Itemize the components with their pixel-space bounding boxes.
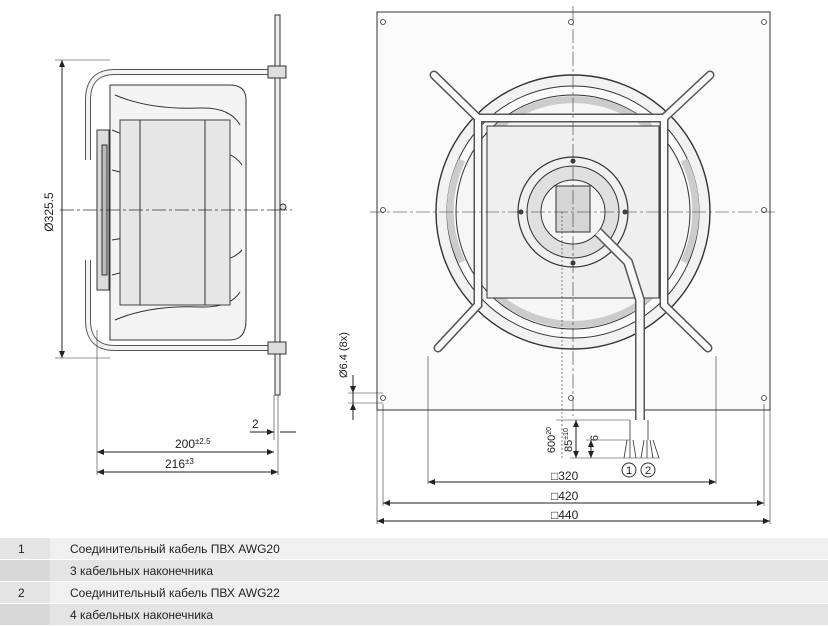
dim-square-440: □440	[551, 508, 579, 522]
legend-number: 2	[0, 581, 50, 604]
front-view	[348, 6, 778, 524]
dim-cable-600: 60020	[546, 427, 558, 453]
legend-row: 4 кабельных наконечника	[0, 603, 828, 626]
dim-depth-216: 216±3	[165, 457, 194, 471]
legend-text: Соединительный кабель ПВХ AWG20	[50, 538, 828, 560]
marker-1-circle	[621, 462, 637, 478]
legend-number: 1	[0, 538, 50, 560]
legend-row: 1 Соединительный кабель ПВХ AWG20	[0, 538, 828, 560]
legend-table: 1 Соединительный кабель ПВХ AWG20 3 кабе…	[0, 538, 828, 626]
dim-depth-200: 200±2.5	[175, 437, 211, 451]
dim-cable-85: 85±10	[563, 428, 575, 452]
dim-square-320: □320	[551, 469, 579, 483]
dim-square-420: □420	[551, 489, 579, 503]
dim-cable-6: 6	[589, 435, 601, 441]
dim-flange: 2	[252, 417, 259, 431]
legend-number	[0, 603, 50, 626]
dim-diameter: Ø325.5	[42, 192, 56, 232]
side-mounting-plate	[274, 14, 281, 396]
legend-text: 4 кабельных наконечника	[50, 603, 828, 626]
marker-2-circle	[640, 462, 656, 478]
marker-1-label: 1	[626, 465, 632, 477]
legend-text: 3 кабельных наконечника	[50, 559, 828, 582]
side-view	[55, 14, 296, 475]
legend-number	[0, 559, 50, 582]
legend-row: 3 кабельных наконечника	[0, 559, 828, 582]
technical-drawing: Ø325.5 2 200±2.5 216±3	[42, 6, 778, 524]
marker-2-label: 2	[645, 465, 651, 477]
legend-row: 2 Соединительный кабель ПВХ AWG22	[0, 581, 828, 604]
dim-hole: Ø6.4 (8x)	[338, 332, 350, 378]
legend-text: Соединительный кабель ПВХ AWG22	[50, 581, 828, 604]
